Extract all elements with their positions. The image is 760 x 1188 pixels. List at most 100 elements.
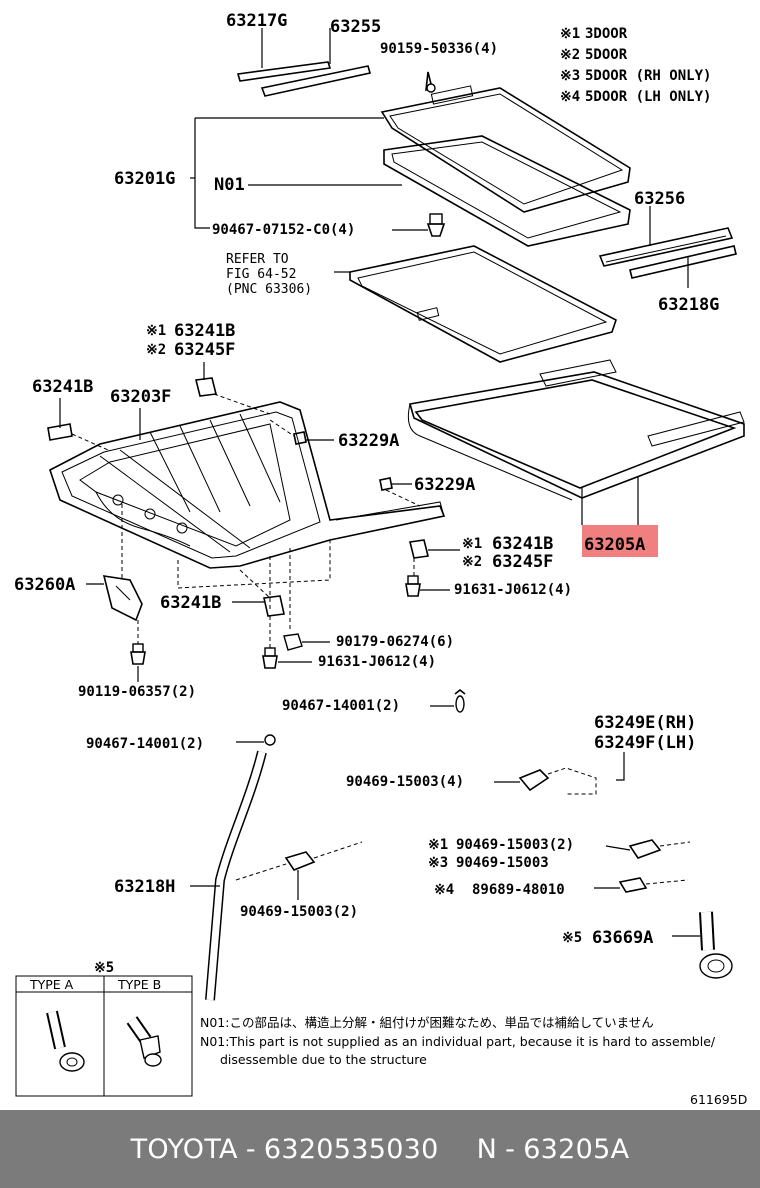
label-63245F-top[interactable]: 63245F bbox=[174, 340, 235, 360]
label-63229A-1[interactable]: 63229A bbox=[338, 431, 399, 451]
mark-4-89689: ※4 bbox=[434, 882, 454, 898]
mark-1-right: ※1 bbox=[462, 536, 482, 552]
sunroof-glass-drawing bbox=[380, 85, 631, 247]
drain-hose-63218H-drawing bbox=[190, 734, 276, 1001]
legend-mark-1: ※1 bbox=[560, 26, 580, 42]
figure-number: 611695D bbox=[690, 1092, 747, 1107]
mark-1-63241B: ※1 bbox=[146, 323, 166, 339]
mark-1-90469: ※1 bbox=[428, 837, 448, 853]
label-63203F[interactable]: 63203F bbox=[110, 387, 171, 407]
legend-text-1: 3DOOR bbox=[585, 26, 628, 42]
clip-63229A-1-drawing bbox=[269, 419, 334, 445]
label-63249E[interactable]: 63249E(RH) bbox=[594, 713, 696, 733]
bolt-91631-2-drawing bbox=[262, 616, 312, 669]
label-63241B-right[interactable]: 63241B bbox=[492, 534, 553, 554]
weatherstrip-63217G-drawing bbox=[236, 28, 372, 97]
label-63241B-bottom[interactable]: 63241B bbox=[160, 593, 221, 613]
label-refer-to: REFER TO bbox=[226, 252, 289, 267]
label-type-b[interactable]: TYPE B bbox=[117, 977, 161, 992]
label-90469-15003-b[interactable]: 90469-15003(2) bbox=[456, 837, 574, 853]
label-90467-14001-b[interactable]: 90467-14001(2) bbox=[86, 736, 204, 752]
bracket-63241B-left-drawing bbox=[47, 398, 109, 451]
footer-separator-2: - bbox=[505, 1133, 516, 1165]
label-91631-J0612-1[interactable]: 91631-J0612(4) bbox=[454, 582, 572, 598]
hose-end-63669A-drawing bbox=[672, 911, 733, 979]
footer-separator-1: - bbox=[245, 1133, 256, 1165]
clip-89689-drawing bbox=[594, 877, 689, 893]
frame-63205A-drawing bbox=[407, 359, 745, 525]
footer-n-label: N bbox=[476, 1133, 498, 1165]
legend-mark-2: ※2 bbox=[560, 47, 580, 63]
type-box bbox=[15, 975, 193, 1097]
label-N01[interactable]: N01 bbox=[214, 175, 245, 195]
label-63260A[interactable]: 63260A bbox=[14, 575, 75, 595]
mark-2-right: ※2 bbox=[462, 554, 482, 570]
label-91631-J0612-2[interactable]: 91631-J0612(4) bbox=[318, 654, 436, 670]
bracket-63260A-drawing bbox=[86, 575, 143, 622]
type-b-drawing bbox=[126, 1016, 162, 1067]
legend-text-4: 5DOOR (LH ONLY) bbox=[585, 89, 711, 105]
label-63669A[interactable]: 63669A bbox=[592, 928, 653, 948]
label-90467-07152[interactable]: 90467-07152-C0(4) bbox=[212, 222, 355, 238]
mark-5-63669A: ※5 bbox=[562, 930, 582, 946]
label-63245F-right[interactable]: 63245F bbox=[492, 552, 553, 572]
label-63217G[interactable]: 63217G bbox=[226, 11, 287, 31]
label-90469-15003-c[interactable]: 90469-15003 bbox=[456, 855, 549, 871]
label-90179-06274[interactable]: 90179-06274(6) bbox=[336, 634, 454, 650]
clamp-90469-b-drawing bbox=[605, 839, 691, 859]
clip-90467-07152-drawing bbox=[426, 213, 446, 237]
footer-ref-code[interactable]: 63205A bbox=[523, 1133, 630, 1165]
label-63249F[interactable]: 63249F(LH) bbox=[594, 733, 696, 753]
leader-63249 bbox=[616, 752, 625, 781]
label-63218G[interactable]: 63218G bbox=[658, 295, 719, 315]
door-legend: ※1 3DOOR ※2 5DOOR ※3 5DOOR (RH ONLY) ※4 … bbox=[560, 26, 711, 105]
bracket-63241B-right-drawing bbox=[409, 539, 460, 576]
label-90469-15003-a[interactable]: 90469-15003(4) bbox=[346, 774, 464, 790]
label-63229A-2[interactable]: 63229A bbox=[414, 475, 475, 495]
housing-frame-63203F-drawing bbox=[49, 401, 446, 569]
clip-63229A-2-drawing bbox=[379, 477, 421, 507]
label-90467-14001-a[interactable]: 90467-14001(2) bbox=[282, 698, 400, 714]
label-63201G[interactable]: 63201G bbox=[114, 169, 175, 189]
mark-2-63245F: ※2 bbox=[146, 342, 166, 358]
bracket-63241B-top-drawing bbox=[195, 362, 271, 415]
label-90159-50336[interactable]: 90159-50336(4) bbox=[380, 41, 498, 57]
mark-5-type-box: ※5 bbox=[94, 960, 114, 976]
drain-hose-63249-drawing bbox=[430, 688, 708, 891]
clamp-90469-d-drawing bbox=[235, 841, 363, 900]
label-63241B-left[interactable]: 63241B bbox=[32, 377, 93, 397]
footer-part-number[interactable]: 6320535030 bbox=[263, 1133, 439, 1165]
label-refer-fig[interactable]: FIG 64-52 bbox=[226, 267, 296, 282]
label-90119-06357[interactable]: 90119-06357(2) bbox=[78, 684, 196, 700]
type-a-drawing bbox=[46, 1010, 85, 1072]
highlight-box-63205A bbox=[582, 525, 658, 557]
label-type-a[interactable]: TYPE A bbox=[29, 977, 74, 992]
screw-90159-drawing bbox=[425, 71, 436, 93]
leader-63201G bbox=[190, 117, 402, 229]
legend-mark-4: ※4 bbox=[560, 89, 580, 105]
note-n01-english-2: disessemble due to the structure bbox=[220, 1052, 427, 1067]
legend-text-3: 5DOOR (RH ONLY) bbox=[585, 68, 711, 84]
sunshade-drawing bbox=[349, 245, 617, 363]
label-63241B-top[interactable]: 63241B bbox=[174, 321, 235, 341]
note-n01-english-1: N01:This part is not supplied as an indi… bbox=[200, 1034, 716, 1049]
label-63218H[interactable]: 63218H bbox=[114, 877, 175, 897]
label-refer-pnc[interactable]: (PNC 63306) bbox=[226, 282, 312, 297]
label-63255[interactable]: 63255 bbox=[330, 17, 381, 37]
bolt-91631-1-drawing bbox=[405, 575, 450, 597]
mark-3-90469: ※3 bbox=[428, 855, 448, 871]
clamp-90469-a-drawing bbox=[494, 767, 597, 795]
legend-mark-3: ※3 bbox=[560, 68, 580, 84]
rail-63256-drawing bbox=[598, 206, 737, 288]
footer-brand: TOYOTA bbox=[130, 1133, 238, 1165]
label-63256[interactable]: 63256 bbox=[634, 189, 685, 209]
footer-bar: TOYOTA - 6320535030 N - 63205A bbox=[0, 1110, 760, 1188]
label-90469-15003-d[interactable]: 90469-15003(2) bbox=[240, 904, 358, 920]
parts-diagram: ※1 3DOOR ※2 5DOOR ※3 5DOOR (RH ONLY) ※4 … bbox=[14, 11, 747, 1107]
note-n01-japanese: N01:この部品は、構造上分解・組付けが困難なため、単品では補給していません bbox=[200, 1015, 654, 1030]
label-63205A[interactable]: 63205A bbox=[584, 535, 645, 555]
label-89689-48010[interactable]: 89689-48010 bbox=[472, 882, 565, 898]
nut-90179-drawing bbox=[283, 633, 330, 651]
frame-dashed-guides bbox=[121, 504, 331, 644]
bracket-63241B-bottom-drawing bbox=[232, 595, 285, 617]
